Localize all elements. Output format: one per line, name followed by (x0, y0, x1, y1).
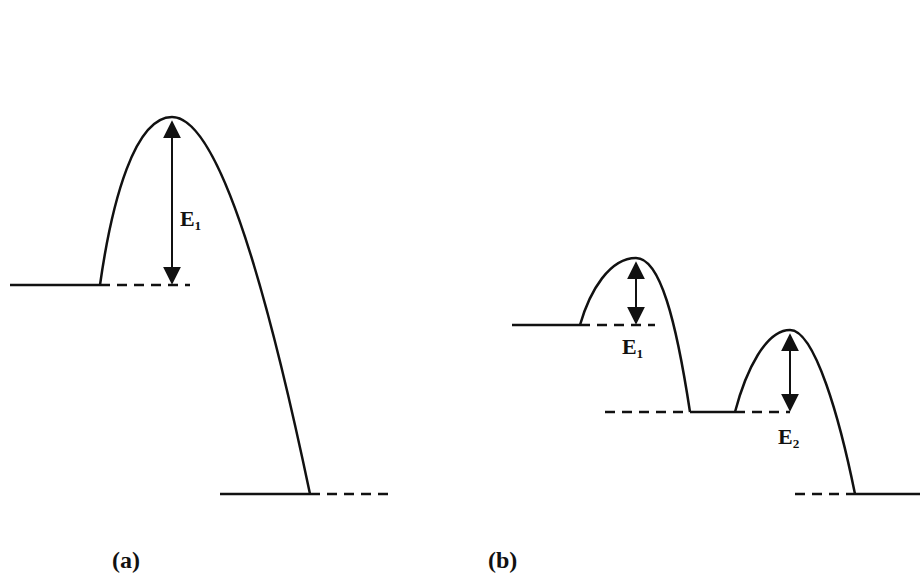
energy-arrow (171, 122, 173, 283)
reference-line (795, 493, 855, 496)
energy-level (855, 493, 920, 496)
panel-label: (a) (112, 548, 140, 572)
panel-label: (b) (488, 548, 517, 572)
reference-line (735, 411, 790, 414)
energy-arrow (635, 263, 637, 323)
barrier-curve (100, 117, 310, 494)
reference-line (580, 324, 655, 327)
energy-label: E₁ (180, 208, 201, 230)
reference-line (100, 284, 190, 287)
reference-line (310, 493, 395, 496)
energy-arrow (789, 335, 791, 410)
energy-level (10, 284, 100, 287)
barrier-curve (735, 330, 855, 494)
barrier-curve (580, 258, 690, 412)
reference-line (605, 411, 690, 414)
energy-label: E₁ (622, 336, 643, 358)
energy-level (220, 493, 310, 496)
energy-level (512, 324, 580, 327)
energy-level (690, 411, 735, 414)
energy-label: E₂ (778, 426, 799, 448)
